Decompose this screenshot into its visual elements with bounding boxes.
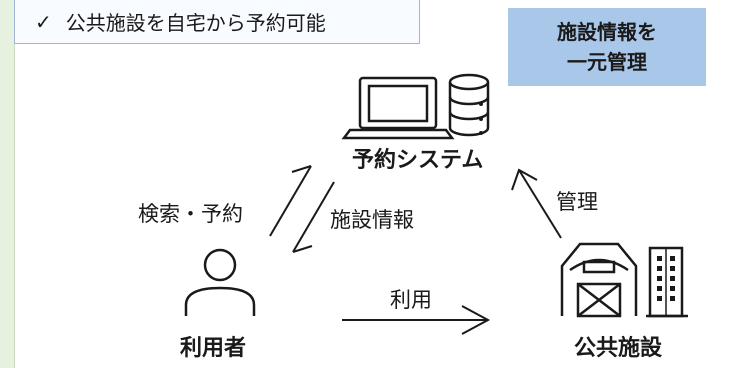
use-arrow <box>342 305 491 335</box>
manage-arrow <box>511 168 562 239</box>
edge-label-facility-info: 施設情報 <box>330 208 414 232</box>
edge-label-use: 利用 <box>390 288 432 312</box>
node-user: 利用者 <box>180 336 247 361</box>
laptop-icon <box>341 76 455 140</box>
person-icon <box>184 248 256 316</box>
callout-line-1: 施設情報を <box>557 20 657 44</box>
feature-text: 公共施設を自宅から予約可能 <box>65 11 326 35</box>
side-strip <box>0 0 15 368</box>
callout-line-2: 一元管理 <box>567 50 647 74</box>
edge-label-search-reserve: 検索・予約 <box>138 202 243 226</box>
response-arrow <box>292 181 335 253</box>
building-icon <box>646 246 688 318</box>
feature-check-box: ✓ 公共施設を自宅から予約可能 <box>14 0 420 44</box>
node-public-facility: 公共施設 <box>574 336 663 361</box>
database-icon <box>448 73 490 137</box>
request-arrow <box>269 165 312 237</box>
barn-icon <box>560 242 638 318</box>
callout-box: 施設情報を 一元管理 <box>508 8 706 86</box>
check-mark-icon: ✓ <box>35 9 52 34</box>
node-reservation-system: 予約システム <box>352 148 484 173</box>
edge-label-manage: 管理 <box>556 190 598 214</box>
